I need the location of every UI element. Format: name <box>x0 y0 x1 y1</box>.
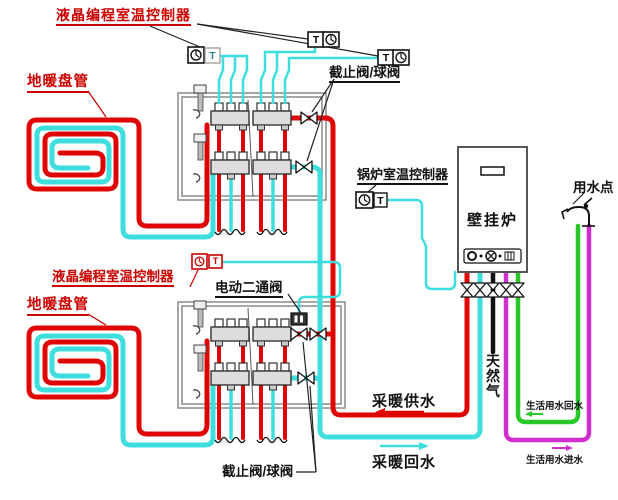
label-electric-valve: 电动二通阀 <box>215 276 283 298</box>
label-programmable-thermostat-top: 液晶编程室温控制器 <box>56 5 191 26</box>
thermostat-4-t-marker: T <box>212 256 219 267</box>
air-vent-valves <box>192 84 207 183</box>
room-thermostat-4 <box>191 253 223 270</box>
label-floor-coil-bottom: 地暖盘管 <box>27 293 89 316</box>
label-boiler-thermostat: 锅炉室温控制器 <box>357 164 449 185</box>
pipe-break-wave <box>256 436 288 444</box>
label-natural-gas: 天然气 <box>486 353 500 399</box>
floor-coil-top <box>26 117 216 240</box>
label-programmable-thermostat-bottom: 液晶编程室温控制器 <box>52 265 174 287</box>
faucet-icon <box>561 197 595 227</box>
heating-return-arrow <box>419 442 429 450</box>
thermostat-1-t-marker: T <box>209 50 216 62</box>
thermostat-wires <box>217 45 457 315</box>
boiler-thermostat-wire <box>386 198 457 291</box>
manifold-internals-bottom <box>192 300 292 444</box>
label-boiler: 壁挂炉 <box>467 212 519 229</box>
manifold-nuts <box>215 340 289 391</box>
room-thermostat-1 <box>187 46 221 64</box>
pipe-break-wave <box>256 228 288 236</box>
leader-lines <box>87 23 585 473</box>
manifold-internals-top <box>192 84 292 236</box>
manifold-bars <box>210 110 292 175</box>
boiler-vent-slot <box>480 166 505 176</box>
label-water-point: 用水点 <box>573 180 614 195</box>
zone-valve-wire <box>220 260 342 315</box>
room-thermostat-2 <box>307 31 340 48</box>
boiler-control-panel <box>463 248 522 264</box>
manifold-bars <box>210 326 292 386</box>
manifold-nuts <box>215 124 289 180</box>
boiler-room-thermostat <box>355 191 388 209</box>
manifold-caps <box>214 318 290 372</box>
label-heating-return: 采暖回水 <box>372 454 437 471</box>
thermostat-2-t-marker: T <box>312 34 320 46</box>
thermostat-3-t-marker: T <box>382 52 390 64</box>
domestic-inlet-arrow <box>566 445 573 451</box>
room-thermostat-3 <box>377 49 410 66</box>
domestic-return-arrow <box>525 411 532 417</box>
pipe-break-wave <box>214 436 246 444</box>
heating-supply-arrow <box>375 408 385 416</box>
thermostats <box>187 31 410 270</box>
label-stop-valve-bottom: 截止阀/球阀 <box>222 464 294 479</box>
valves <box>290 111 525 385</box>
pipe-break-wave <box>214 228 246 236</box>
domestic-inlet-pipe <box>503 223 592 443</box>
air-vent-valves <box>192 300 207 399</box>
manifold-cabinet-top <box>177 92 327 201</box>
label-stop-valve-top: 截止阀/球阀 <box>329 61 401 83</box>
label-domestic-inlet: 生活用水进水 <box>526 455 584 466</box>
label-domestic-return: 生活用水回水 <box>526 401 584 412</box>
domestic-return-pipe <box>515 223 581 425</box>
boiler-thermostat-t-marker: T <box>377 195 384 207</box>
flow-arrows <box>375 408 573 451</box>
label-heating-supply: 采暖供水 <box>372 393 437 410</box>
label-floor-coil-top: 地暖盘管 <box>27 70 89 93</box>
floor-coil-bottom <box>26 325 216 448</box>
wall-hung-boiler <box>457 146 528 273</box>
